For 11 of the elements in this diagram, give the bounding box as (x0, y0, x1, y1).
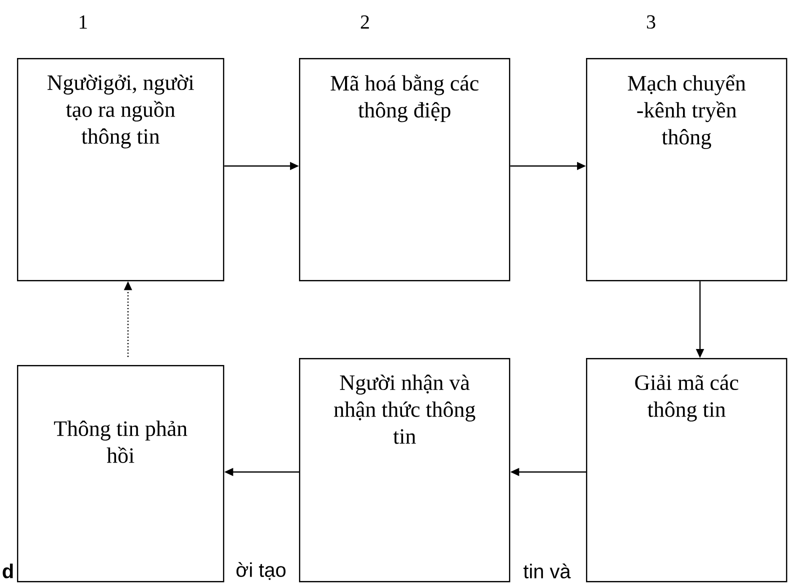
process-box: Người nhận và nhận thức thông tin (299, 358, 510, 582)
process-box: Giải mã các thông tin (586, 358, 788, 582)
step-number: 2 (360, 15, 369, 29)
step-number: 1 (80, 15, 87, 29)
process-box: Mã hoá bằng các thông điệp (299, 58, 510, 282)
text-fragment: ời tạo (236, 562, 286, 580)
process-box: Ngườigởi, người tạo ra nguồn thông tin (17, 58, 224, 282)
step-number: 3 (646, 15, 656, 29)
process-box: Mạch chuyển -kênh tryền thông (586, 58, 788, 282)
process-box: Thông tin phản hồi (17, 365, 224, 582)
text-fragment: tin và (524, 564, 571, 578)
